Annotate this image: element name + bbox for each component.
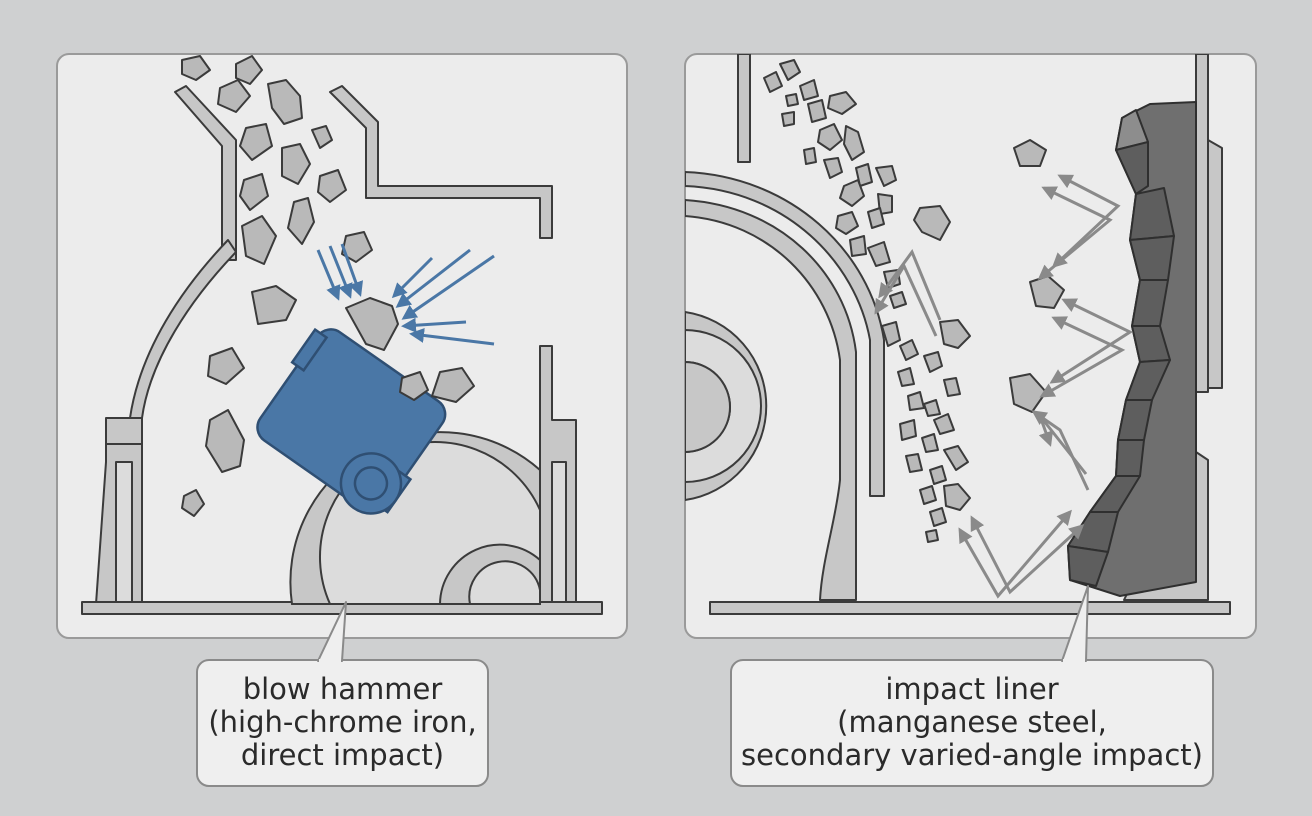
- left-callout-box: [196, 601, 489, 787]
- blow-hammer-label-line-1: blow hammer: [242, 672, 443, 706]
- left-crusher-housing: [81, 85, 603, 615]
- left-panel: [56, 53, 628, 639]
- blow-hammer-label: blow hammer (high-chrome iron, direct im…: [197, 673, 488, 772]
- impact-liner-label-line-1: impact liner: [885, 672, 1059, 706]
- right-rocks: [763, 59, 1065, 543]
- impact-liner: [1067, 101, 1197, 597]
- right-callout-box: [730, 585, 1214, 787]
- blow-hammer: [256, 327, 447, 515]
- blow-hammer-label-line-3: direct impact): [240, 738, 445, 772]
- blow-hammer-label-line-2: (high-chrome iron,: [208, 705, 477, 739]
- left-rocks: [181, 55, 475, 517]
- rebound-arrows: [874, 174, 1134, 599]
- hammer-impact-arrows: [316, 243, 495, 346]
- right-panel: [684, 53, 1257, 639]
- impact-liner-label-line-2: (manganese steel,: [837, 705, 1107, 739]
- impact-liner-label-line-3: secondary varied-angle impact): [741, 738, 1203, 772]
- impact-liner-label: impact liner (manganese steel, secondary…: [731, 673, 1213, 772]
